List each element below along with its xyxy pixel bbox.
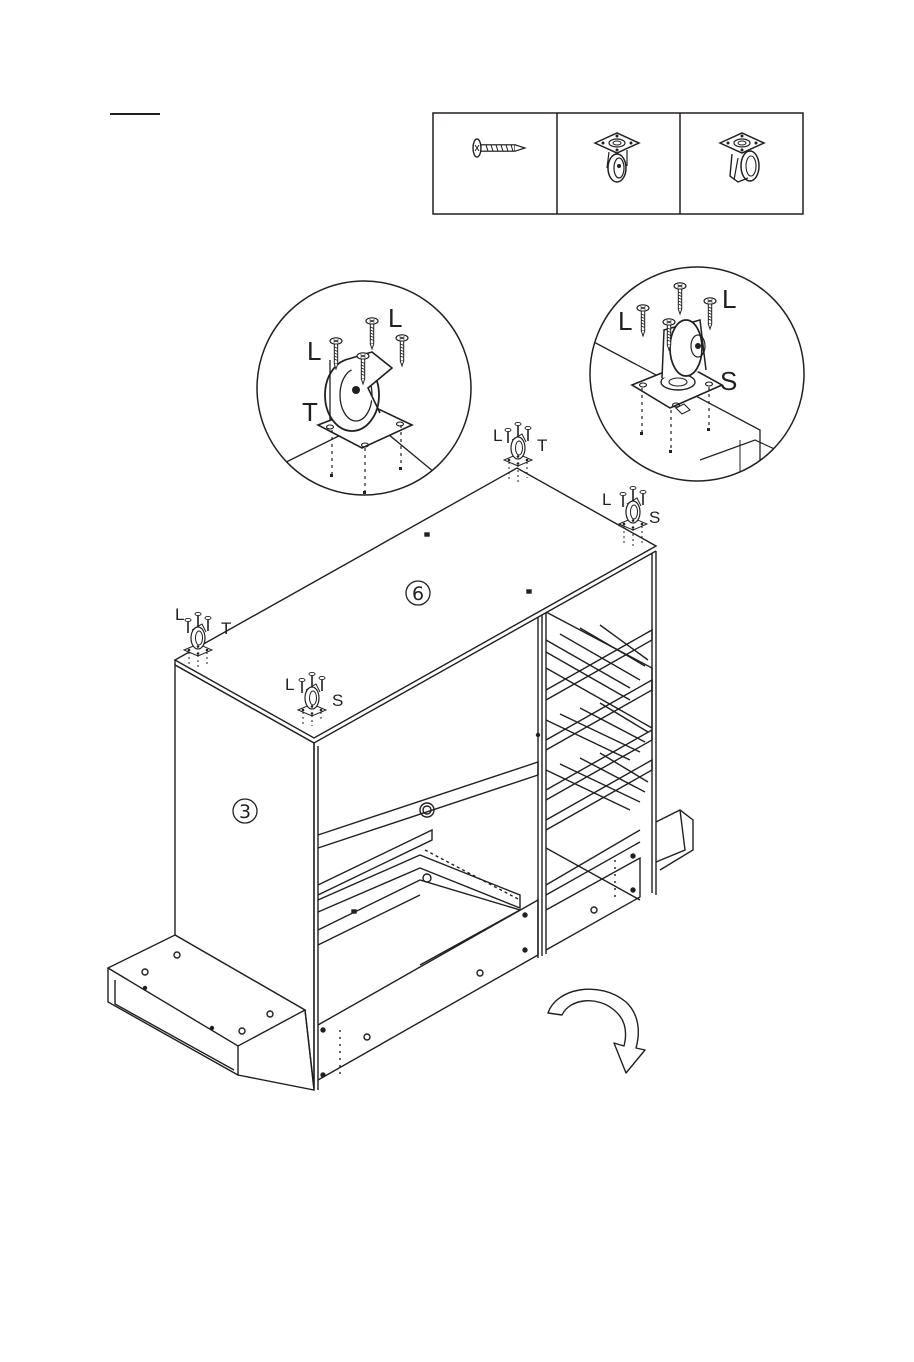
top-panel-number: 6 — [412, 583, 424, 605]
detail-right-screw-label: L — [618, 306, 632, 336]
corner-back-left-caster-label: T — [537, 436, 547, 455]
corner-back-right-caster-label: S — [649, 508, 660, 527]
detail-left-caster-label: T — [302, 397, 318, 427]
side-panel-number-badge: 3 — [233, 799, 257, 823]
detail-circle-right: L L S — [590, 267, 820, 481]
corner-front-left-caster-label: T — [221, 619, 231, 638]
rotate-arrow-icon — [548, 989, 645, 1073]
detail-right-caster-label: S — [720, 366, 737, 396]
detail-circle-left: L L T — [257, 281, 480, 510]
detail-left-screw-label-2: L — [388, 303, 402, 333]
top-panel-number-badge: 6 — [406, 581, 430, 605]
slatted-shelf-2 — [546, 680, 652, 760]
side-panel-number: 3 — [239, 801, 251, 823]
corner-front-left-screw-label: L — [175, 605, 184, 624]
corner-front-right-screw-label: L — [285, 675, 294, 694]
corner-back-right-screw-label: L — [602, 490, 611, 509]
detail-right-screw-label-2: L — [722, 284, 736, 314]
detail-left-screw-label: L — [307, 336, 321, 366]
parts-table — [433, 113, 803, 214]
slatted-shelf-3 — [546, 730, 652, 810]
corner-front-right-caster-label: S — [332, 691, 343, 710]
corner-back-left-screw-label: L — [493, 426, 502, 445]
